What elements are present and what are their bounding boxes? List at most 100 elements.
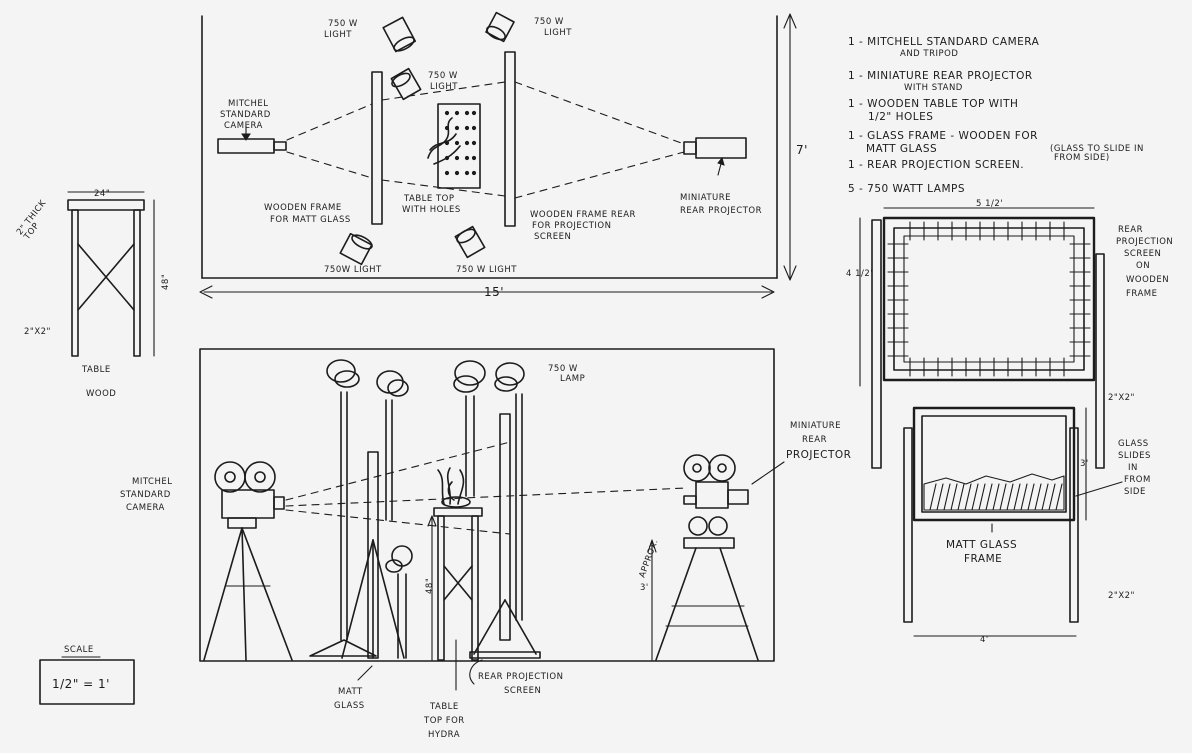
- screen-label-1: Rear: [1118, 225, 1143, 235]
- glass-slide-label-5: Side: [1124, 487, 1146, 497]
- elevation-projector: [655, 454, 759, 661]
- plan-sightline-bottom-left: [286, 151, 373, 179]
- glass-slide-label-4: From: [1124, 475, 1151, 485]
- equipment-list: 1 - Mitchell Standard Camera and Tripod …: [848, 36, 1143, 195]
- glass-slide-label-3: in: [1128, 463, 1138, 473]
- elevation-table-top-label-3: Hydra: [428, 730, 460, 740]
- table-brace-2: [77, 243, 135, 311]
- table-height-label: 48": [161, 274, 171, 290]
- elevation-matt-glass-stand: [341, 451, 405, 659]
- elevation-matt-pointer: [357, 665, 373, 681]
- table-detail: 24" 2" Thick Top 48" 2"x2" Table Wood: [15, 189, 171, 399]
- glass-frame-detail: 3' Glass Slides in From Side Matt Glass …: [903, 406, 1151, 645]
- hatch-line: [957, 483, 965, 511]
- glass-title-1: Matt Glass: [946, 539, 1017, 551]
- plan-matt-frame-label-1: Wooden Frame: [264, 203, 342, 213]
- plan-light-top-right-label-2: Light: [544, 28, 572, 38]
- elevation-lamp-3: [453, 360, 486, 497]
- hatch-line: [929, 483, 937, 511]
- elevation-projector-label-2: Rear: [802, 435, 827, 445]
- screen-label-4: on: [1136, 261, 1150, 271]
- elevation-camera: [203, 461, 293, 661]
- plan-projector-label-1: Miniature: [680, 193, 731, 203]
- plan-camera-label-2: Standard: [220, 110, 271, 120]
- elevation-projector-label-3: Projector: [786, 449, 851, 461]
- plan-light-mid-label-1: 750 W: [428, 71, 458, 81]
- elevation-stage-box: [199, 348, 775, 662]
- elevation-camera-label-2: Standard: [120, 490, 171, 500]
- screen-inner-frame: [893, 227, 1085, 371]
- hatch-line: [1013, 483, 1021, 511]
- equipment-item-1-sub: and Tripod: [900, 49, 958, 59]
- glass-slide-pointer: [1075, 481, 1123, 497]
- plan-light-bottom-right: [454, 225, 486, 259]
- screen-leg-label: 2"x2": [1108, 393, 1135, 403]
- elevation-matt-label-1: Matt: [338, 687, 363, 697]
- plan-light-bottom-right-label: 750 W Light: [456, 265, 517, 275]
- glass-painted-landscape: [923, 473, 1065, 511]
- table-top-board: [67, 199, 145, 211]
- equipment-item-6: 5 - 750 Watt Lamps: [848, 183, 965, 195]
- hatch-line: [1020, 483, 1028, 511]
- hatch-line: [971, 483, 979, 511]
- scale-value: 1/2" = 1': [52, 677, 110, 691]
- elevation-approx-label-2: 3': [640, 583, 649, 593]
- elevation-projector-pointer: [751, 461, 785, 485]
- plan-screen-frame-label-3: Screen: [534, 232, 571, 242]
- plan-light-top-left: [382, 16, 417, 53]
- plan-camera-label-3: Camera: [224, 121, 263, 131]
- hatch-line: [1048, 483, 1056, 511]
- table-title-2: Wood: [86, 389, 116, 399]
- plan-projection-bottom: [514, 151, 685, 199]
- equipment-item-4: 1 - Glass Frame - Wooden for: [848, 130, 1038, 142]
- screen-cord-ties: [887, 221, 1091, 377]
- plan-light-top-right: [485, 11, 515, 43]
- plan-sightline-top-left: [286, 103, 373, 141]
- equipment-item-4-sub: Matt Glass: [866, 143, 937, 155]
- elevation-table-height-dim: [427, 515, 437, 661]
- elevation-screen-label-2: Screen: [504, 686, 541, 696]
- screen-label-5: Wooden: [1126, 275, 1169, 285]
- hatch-line: [992, 483, 1000, 511]
- plan-table-label-1: Table Top: [403, 194, 455, 204]
- plan-light-top-left-label-2: Light: [324, 30, 352, 40]
- hatch-line: [985, 483, 993, 511]
- glass-slide-label-2: Slides: [1118, 451, 1151, 461]
- elevation-screen-pointer: [469, 659, 483, 685]
- screen-stand-left: [871, 219, 882, 469]
- elevation-lamp-label-2: Lamp: [560, 374, 585, 384]
- plan-projector: [683, 137, 747, 176]
- table-title-1: Table: [81, 365, 111, 375]
- screen-detail: 5 1/2' 4 1/2' Rear Projection Screen on …: [846, 199, 1173, 469]
- plan-sightline-top-mid: [381, 81, 506, 101]
- plan-depth-label: 7': [796, 143, 808, 157]
- plan-depth-dimension: [783, 13, 797, 281]
- elevation-sightline-top: [285, 441, 511, 501]
- equipment-item-5: 1 - Rear Projection Screen.: [848, 159, 1024, 171]
- glass-pane: [921, 415, 1067, 513]
- plan-projector-label-2: Rear Projector: [680, 206, 762, 216]
- hatch-line: [1027, 483, 1035, 511]
- elevation-matt-label-2: Glass: [334, 701, 365, 711]
- elevation-camera-label-1: Mitchel: [132, 477, 172, 487]
- glass-leg-left: [903, 427, 913, 623]
- elevation-camera-label-3: Camera: [126, 503, 165, 513]
- plan-screen-frame: [504, 51, 516, 227]
- screen-width-label: 5 1/2': [976, 199, 1003, 209]
- plan-matt-glass-frame: [371, 71, 383, 225]
- plan-light-top-left-label-1: 750 W: [328, 19, 358, 29]
- plan-light-mid-label-2: Light: [430, 82, 458, 92]
- elevation-lamp-label-1: 750 W: [548, 364, 578, 374]
- elevation-approx-dim: [647, 539, 657, 661]
- plan-table-top: [427, 103, 481, 189]
- screen-surface: [903, 235, 1075, 363]
- equipment-item-4-note-2: from side): [1054, 153, 1110, 163]
- elevation-sightline-bottom: [285, 509, 511, 535]
- elevation-lamp-2: [376, 370, 409, 521]
- plan-light-bottom-left: [339, 232, 373, 266]
- table-leg-right: [133, 209, 141, 357]
- plan-light-mid: [390, 67, 422, 101]
- elevation-lamp-4: [494, 362, 525, 621]
- equipment-item-2-sub: with Stand: [904, 83, 963, 93]
